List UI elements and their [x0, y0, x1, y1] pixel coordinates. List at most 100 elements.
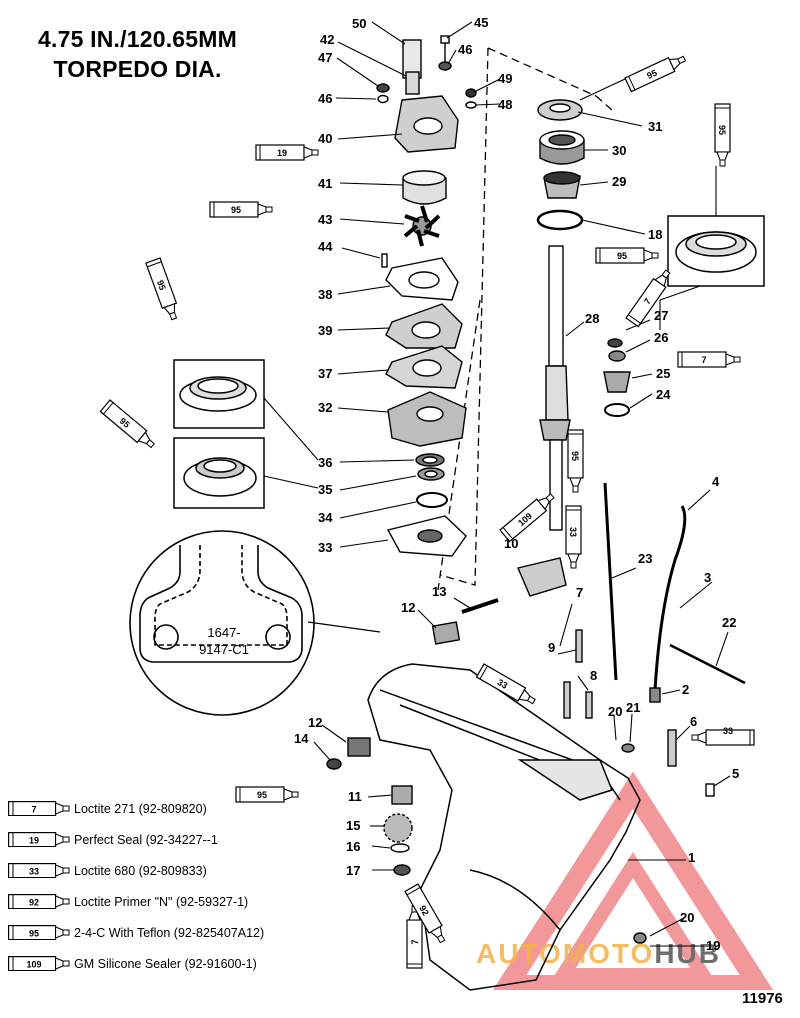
detail-bubble	[129, 530, 381, 716]
legend-row-19: 19 Perfect Seal (92-34227--1	[8, 824, 338, 855]
callout-32: 32	[318, 400, 332, 415]
tube-label-7: 7	[642, 296, 653, 306]
callout-12: 12	[308, 715, 322, 730]
gear-parts	[326, 737, 647, 944]
legend-label: Loctite Primer "N" (92-59327-1)	[74, 894, 249, 909]
callout-44: 44	[318, 239, 333, 254]
callout-46: 46	[458, 42, 472, 57]
callout-26: 26	[654, 330, 668, 345]
tube-label-95: 95	[717, 125, 727, 135]
callout-20: 20	[608, 704, 622, 719]
callout-47: 47	[318, 50, 332, 65]
watermark-logo	[492, 771, 774, 990]
water-pump-stack	[376, 35, 477, 557]
legend-label: Loctite 680 (92-809833)	[74, 863, 207, 878]
callout-39: 39	[318, 323, 332, 338]
leader-lines	[263, 21, 731, 947]
callout-36: 36	[318, 455, 332, 470]
detail-casting-code: 1647- 9147-C1	[199, 625, 249, 657]
callout-30: 30	[612, 143, 626, 158]
legend-code: 7	[31, 805, 36, 815]
legend-label: Perfect Seal (92-34227--1	[74, 832, 218, 847]
legend-tube-icon: 33	[8, 863, 70, 878]
callout-24: 24	[656, 387, 671, 402]
callout-34: 34	[318, 510, 333, 525]
callout-20: 20	[680, 910, 694, 925]
callout-29: 29	[612, 174, 626, 189]
legend-code: 95	[29, 929, 39, 939]
tube-label-92: 92	[417, 904, 431, 918]
legend-label: 2-4-C With Teflon (92-825407A12)	[74, 925, 265, 940]
tube-label-33: 33	[568, 527, 578, 537]
tube-label-7: 7	[701, 355, 706, 365]
tube-label-19: 19	[277, 148, 287, 158]
callout-48: 48	[498, 97, 512, 112]
callout-16: 16	[346, 839, 360, 854]
callout-22: 22	[722, 615, 736, 630]
legend-row-33: 33 Loctite 680 (92-809833)	[8, 855, 338, 886]
seal-detail-boxes	[173, 215, 765, 509]
tube-label-7: 7	[410, 939, 420, 944]
sealant-legend: 7 Loctite 271 (92-809820) 19 Perfect Seal (…	[8, 793, 338, 979]
callout-9: 9	[548, 640, 555, 655]
legend-code: 109	[26, 960, 41, 970]
callout-10: 10	[504, 536, 518, 551]
legend-row-95: 95 2-4-C With Teflon (92-825407A12)	[8, 917, 338, 948]
legend-code: 19	[29, 836, 39, 846]
legend-label: Loctite 271 (92-809820)	[74, 801, 207, 816]
callout-46: 46	[318, 91, 332, 106]
callout-1: 1	[688, 850, 695, 865]
title-line-2: TORPEDO DIA.	[53, 56, 222, 82]
callout-40: 40	[318, 131, 332, 146]
callout-13: 13	[432, 584, 446, 599]
callout-35: 35	[318, 482, 332, 497]
legend-label: GM Silicone Sealer (92-91600-1)	[74, 956, 257, 971]
callout-19: 19	[706, 938, 720, 953]
callout-43: 43	[318, 212, 332, 227]
tube-label-95: 95	[570, 451, 580, 461]
legend-tube-icon: 7	[8, 801, 70, 816]
legend-code: 33	[29, 867, 39, 877]
legend-row-92: 92 Loctite Primer "N" (92-59327-1)	[8, 886, 338, 917]
callout-38: 38	[318, 287, 332, 302]
callout-27: 27	[654, 308, 668, 323]
callout-numbers: 50 45 42 46 47 49 46 48 31 40 30 29 41 1…	[294, 15, 739, 953]
callout-11: 11	[348, 789, 362, 804]
diagram-title: 4.75 IN./120.65MM TORPEDO DIA.	[38, 24, 237, 84]
legend-tube-icon: 92	[8, 894, 70, 909]
callout-45: 45	[474, 15, 488, 30]
callout-18: 18	[648, 227, 662, 242]
callout-17: 17	[346, 863, 360, 878]
callout-31: 31	[648, 119, 662, 134]
callout-28: 28	[585, 311, 599, 326]
tube-label-33: 33	[496, 677, 510, 691]
callout-3: 3	[704, 570, 711, 585]
tube-label-95: 95	[155, 279, 168, 292]
legend-code: 92	[29, 898, 39, 908]
callout-6: 6	[690, 714, 697, 729]
tube-label-33: 33	[723, 726, 733, 736]
callout-2: 2	[682, 682, 689, 697]
tube-label-95: 95	[617, 251, 627, 261]
callout-12: 12	[401, 600, 415, 615]
callout-8: 8	[590, 668, 597, 683]
figure-number: 11976	[742, 990, 783, 1007]
legend-tube-icon: 95	[8, 925, 70, 940]
gear-housing	[367, 663, 641, 991]
title-line-1: 4.75 IN./120.65MM	[38, 26, 238, 52]
callout-14: 14	[294, 731, 309, 746]
callout-15: 15	[346, 818, 360, 833]
driveshaft-stack	[431, 99, 746, 797]
callout-33: 33	[318, 540, 332, 555]
callout-7: 7	[576, 585, 583, 600]
callout-23: 23	[638, 551, 652, 566]
sealant-tubes: 19 95 95 95 95 95 95 95 7 7 109 33 33 33…	[99, 51, 755, 969]
tube-label-95: 95	[257, 790, 267, 800]
tube-label-95: 95	[118, 416, 132, 430]
callout-41: 41	[318, 176, 332, 191]
legend-tube-icon: 19	[8, 832, 70, 847]
callout-50: 50	[352, 16, 366, 31]
tube-label-95: 95	[231, 205, 241, 215]
